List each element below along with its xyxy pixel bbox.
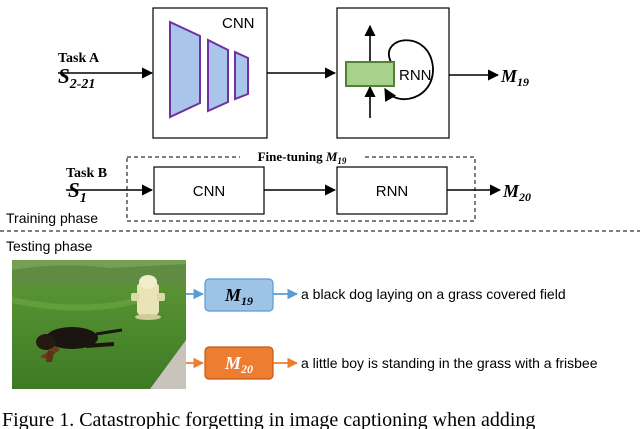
black-dog — [36, 327, 123, 362]
cnn-layer-2 — [207, 38, 229, 113]
figure-caption: Figure 1. Catastrophic forgetting in ima… — [2, 409, 535, 429]
finetuning-region — [126, 156, 476, 222]
task-a-rnn-label: RNN — [399, 67, 432, 84]
task-b-cnn-label: CNN — [193, 183, 226, 200]
rnn-cell — [345, 61, 395, 87]
task-b-rnn-label: RNN — [376, 183, 409, 200]
test-image-dog-on-grass — [11, 260, 186, 389]
finetuning-label-bg — [240, 149, 364, 164]
task-a-output: M19 — [500, 66, 529, 89]
caption-m19: a black dog laying on a grass covered fi… — [301, 286, 566, 302]
task-b-label: Task B — [66, 166, 107, 181]
cnn-layer-3 — [234, 50, 249, 101]
caption-m20: a little boy is standing in the grass wi… — [301, 355, 598, 371]
task-b-cnn-box — [153, 166, 265, 215]
test-model-m19-label: M19 — [224, 285, 253, 308]
task-b-output: M20 — [502, 181, 531, 204]
test-model-m20-label: M20 — [224, 353, 253, 376]
task-b-rnn-box — [336, 166, 448, 215]
cnn-layer-1 — [169, 20, 201, 119]
test-model-m19 — [204, 278, 274, 312]
task-a-cnn-label: CNN — [222, 15, 255, 32]
training-phase-label: Training phase — [6, 210, 98, 226]
task-b-input: S1 — [68, 178, 87, 206]
rnn-recurrent-loop — [384, 39, 434, 102]
task-a-label: Task A — [58, 51, 100, 66]
testing-phase-label: Testing phase — [6, 238, 93, 254]
finetuning-label: Fine-tuning M19 — [258, 149, 347, 166]
fire-hydrant — [131, 275, 165, 320]
task-a-input: S2-21 — [58, 64, 95, 92]
